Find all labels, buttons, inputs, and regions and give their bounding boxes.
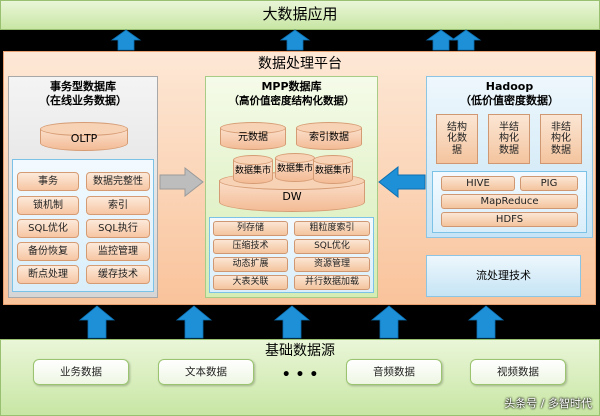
data-mart-cylinder	[233, 160, 273, 184]
index-data-cylinder-top	[296, 122, 362, 134]
transactional-db-title: 事务型数据库	[50, 79, 116, 93]
mpp-feature-label: 资源管理	[294, 257, 370, 272]
feature-pill: 事务	[17, 172, 79, 191]
metadata-cylinder-top	[220, 122, 286, 134]
data-mart-label: 数据集市	[276, 163, 313, 174]
mpp-db-title: MPP数据库	[261, 79, 322, 93]
mpp-feature-label: 大表关联	[213, 275, 288, 290]
hadoop-subtitle: （低价值密度数据）	[460, 93, 559, 107]
hdfs-label: HDFS	[441, 212, 578, 227]
mpp-feature-label: 并行数据加载	[294, 275, 370, 290]
feature-pill: SQL执行	[86, 219, 150, 238]
feature-pill: 断点处理	[17, 265, 79, 284]
index-data-cylinder	[296, 128, 362, 150]
mpp-db-subtitle: （高价值密度结构化数据）	[228, 94, 355, 107]
feature-pill: SQL优化	[17, 219, 79, 238]
mpp-feature-label: SQL优化	[294, 239, 370, 254]
source-ellipsis: • • •	[281, 366, 319, 383]
source-video-data: 视频数据	[470, 359, 566, 385]
feature-pill: 缓存技术	[86, 265, 150, 284]
data-mart-label: 数据集市	[314, 165, 351, 176]
metadata-label: 元数据	[238, 132, 268, 144]
mpp-feature-label: 粗粒度索引	[294, 221, 370, 236]
up-arrow-icon	[110, 29, 142, 51]
watermark: 头条号 / 多智时代	[504, 397, 592, 410]
bottom-arrows	[78, 305, 505, 339]
oltp-label: OLTP	[70, 131, 98, 145]
data-mart-cylinder-top	[233, 155, 273, 165]
up-arrow-icon	[279, 29, 311, 51]
feature-pill: 监控管理	[86, 242, 150, 261]
feature-pill: 索引	[86, 196, 150, 215]
data-mart-cylinder-top	[313, 155, 353, 165]
metadata-cylinder	[220, 128, 286, 150]
source-business-data: 业务数据	[33, 359, 129, 385]
platform-title: 数据处理平台	[258, 55, 342, 72]
gray-right-arrow	[159, 167, 204, 197]
up-arrow-icon	[175, 305, 213, 339]
index-data-label: 索引数据	[309, 132, 349, 144]
mpp-feature-label: 压缩技术	[213, 239, 288, 254]
up-arrow-icon	[467, 305, 505, 339]
top-band: 大数据应用	[0, 0, 600, 30]
up-arrow-icon	[370, 305, 408, 339]
structured-data-box: 结构化数据	[436, 114, 478, 164]
mapreduce-label: MapReduce	[441, 194, 578, 209]
up-arrow-icon	[78, 305, 116, 339]
transactional-db-subtitle: （在线业务数据）	[39, 93, 127, 107]
hadoop-title: Hadoop	[485, 79, 534, 93]
mpp-feature-label: 列存储	[213, 221, 288, 236]
hive-label: HIVE	[441, 176, 515, 191]
mpp-feature-label: 动态扩展	[213, 257, 288, 272]
feature-pill: 锁机制	[17, 196, 79, 215]
data-mart-label: 数据集市	[234, 165, 271, 176]
unstructured-data-box: 非结构化数据	[540, 114, 582, 164]
up-arrow-icon	[273, 305, 311, 339]
dw-label: DW	[282, 189, 302, 203]
feature-pill: 备份恢复	[17, 242, 79, 261]
stream-processing-box: 流处理技术	[426, 255, 581, 297]
pig-label: PIG	[520, 176, 578, 191]
top-band-title: 大数据应用	[262, 5, 338, 24]
semi-structured-data-box: 半结构化数据	[488, 114, 530, 164]
up-arrow-icon	[450, 29, 482, 51]
source-text-data: 文本数据	[158, 359, 254, 385]
top-arrows	[110, 29, 482, 51]
source-audio-data: 音频数据	[346, 359, 442, 385]
bottom-band-title: 基础数据源	[265, 342, 335, 359]
blue-left-arrow	[378, 166, 426, 198]
oltp-cylinder-top	[40, 122, 128, 136]
up-arrow-icon	[425, 29, 457, 51]
feature-pill: 数据完整性	[86, 172, 150, 191]
